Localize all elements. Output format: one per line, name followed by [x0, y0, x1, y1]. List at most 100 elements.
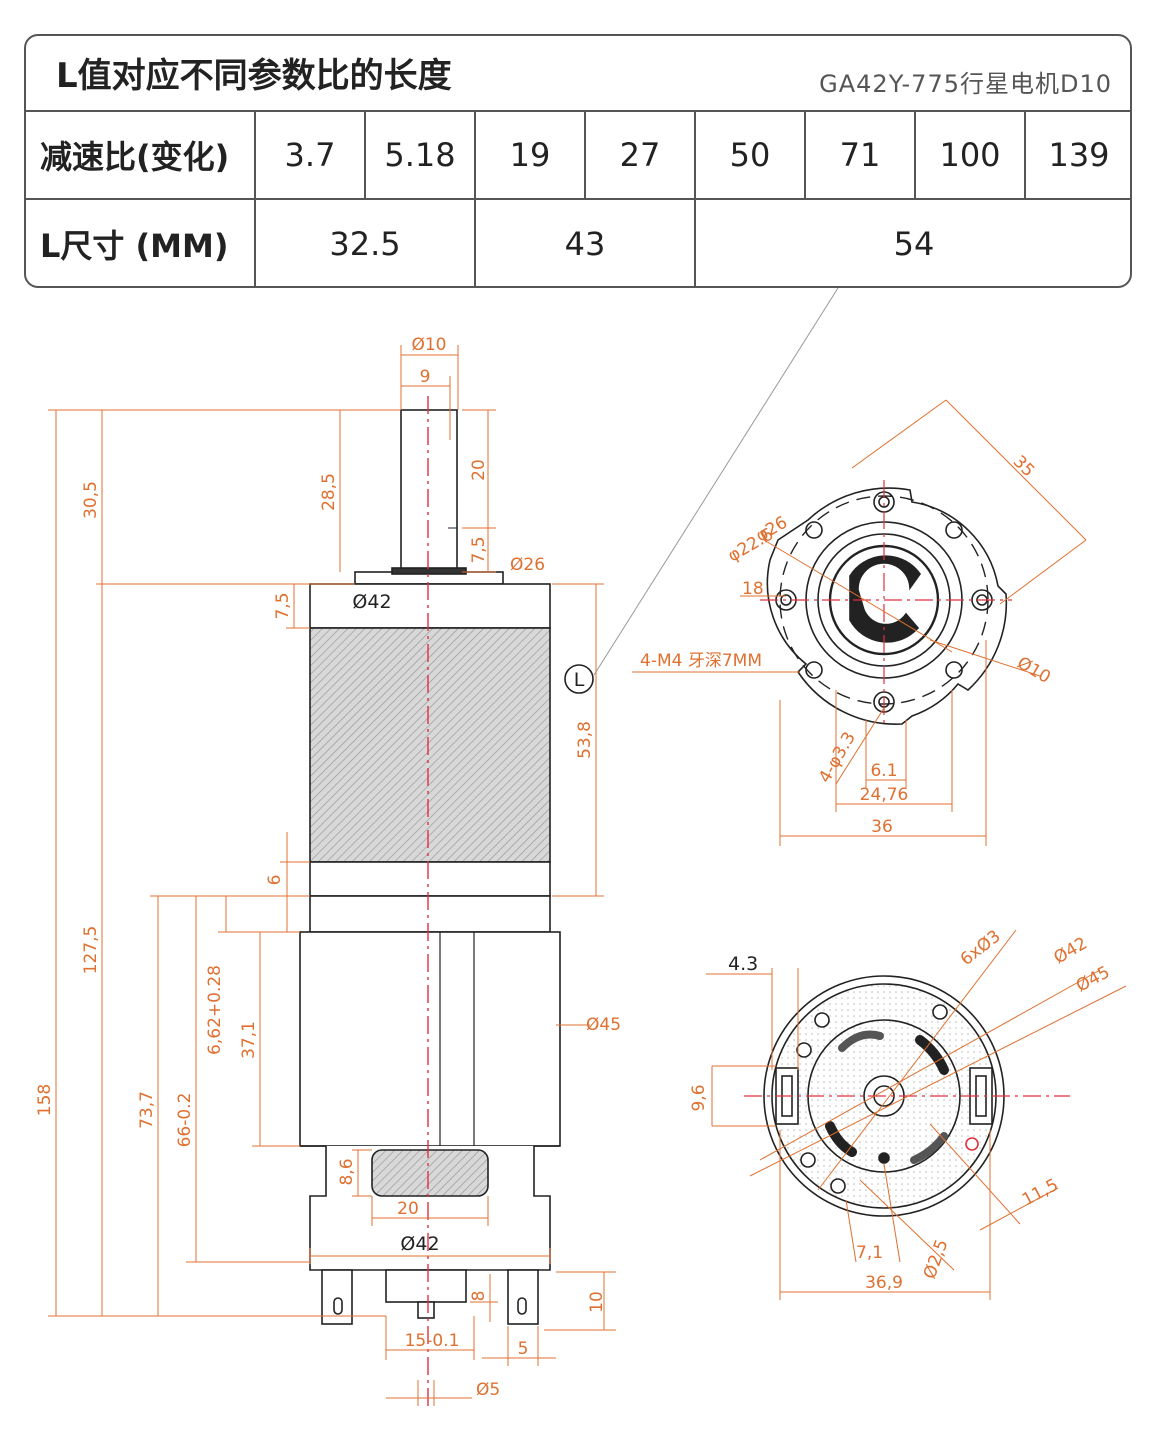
front-flange [766, 487, 1008, 725]
col-divider [364, 110, 366, 198]
length-cell: 43 [564, 225, 606, 263]
gearbox-collar [309, 861, 551, 897]
front-dimensions [632, 399, 1087, 846]
gearbox-body [309, 627, 551, 863]
side-dimensions [48, 345, 616, 1406]
shaft-dia-label: Ø10 [411, 335, 446, 355]
can-inner-label: 37,1 [239, 1021, 259, 1059]
tap-label: 4-M4 牙深7MM [640, 651, 762, 671]
col-divider [804, 110, 806, 198]
col-divider [914, 110, 916, 198]
brush-holder [915, 1035, 949, 1075]
L-marker-text: L [574, 669, 585, 691]
term-spacing-label: 15-0.1 [405, 1331, 460, 1351]
ratio-cell: 50 [729, 136, 771, 174]
terminal-hole [517, 1297, 527, 1315]
dim-b-label: Ø2,5 [920, 1237, 953, 1282]
slot-h-label: 9,6 [689, 1084, 709, 1111]
output-shaft [400, 409, 458, 575]
terminal-right [507, 1269, 539, 1325]
motor-can [299, 931, 561, 1147]
terminal-left [321, 1269, 353, 1325]
length-row-label: L尺寸 (MM) [40, 227, 229, 265]
motor-len-label: 73,7 [137, 1091, 157, 1129]
width-label: 36 [871, 817, 893, 837]
gear-len-label: 53,8 [575, 721, 595, 759]
term-h-label: 8 [469, 1291, 489, 1302]
col-divider [474, 110, 476, 286]
side-view [299, 409, 561, 1325]
table-title: L值对应不同参数比的长度 [56, 56, 452, 96]
length-cell: 32.5 [329, 225, 401, 263]
ratio-cell: 100 [939, 136, 1001, 174]
pcd-label: 35 [1009, 452, 1038, 481]
brush-holder [825, 1121, 857, 1157]
side-labels: Ø10 9 158 30,5 28,5 20 7,5 Ø26 7,5 Ø42 5… [35, 335, 621, 1400]
vent-window [371, 1149, 489, 1197]
gear-dia-label: Ø42 [352, 591, 391, 613]
flange-label: 7,5 [273, 592, 293, 619]
slot-r-label: 11,5 [1019, 1175, 1062, 1210]
rear-shaft [417, 1301, 435, 1319]
ratio-cell: 27 [619, 136, 661, 174]
shaft-len-b-label: 28,5 [319, 473, 339, 511]
vent-hole [830, 1178, 846, 1194]
ratio-cell: 5.18 [384, 136, 456, 174]
vent-hole [932, 1004, 948, 1020]
vent-w-label: 20 [397, 1199, 419, 1219]
col-divider [254, 110, 256, 286]
boss-ring [391, 567, 467, 575]
vent-hole [800, 1152, 816, 1168]
motor-dia-label: Ø45 [586, 1015, 621, 1035]
L-leader-line [593, 287, 839, 676]
flat-len-label: 20 [469, 459, 489, 481]
ratio-row-label: 减速比(变化) [40, 138, 230, 176]
term-w-label: 5 [518, 1339, 529, 1359]
length-cell: 54 [893, 225, 935, 263]
dim-a-label: 7,1 [856, 1243, 883, 1263]
col-divider [694, 110, 696, 286]
front-shaft-label: Ø10 [1014, 653, 1054, 688]
ratio-cell: 3.7 [284, 136, 336, 174]
term-h2-label: 10 [587, 1291, 607, 1313]
vent-hole [814, 1012, 830, 1028]
polarity-marker [965, 1137, 979, 1151]
outer-dia-label: Ø45 [1073, 962, 1113, 996]
shaft-len-a-label: 30,5 [81, 481, 101, 519]
shaft-flat-label: 9 [420, 367, 431, 387]
vent-hole [796, 1042, 812, 1058]
boss-dia-label: Ø26 [510, 555, 545, 575]
rear-dimensions [706, 929, 1127, 1300]
can-len-label: 6,62+0.28 [205, 965, 225, 1055]
rear-pin [878, 1152, 890, 1164]
col-divider [584, 110, 586, 198]
row-divider [26, 110, 1130, 112]
body-total-label: 127,5 [81, 926, 101, 975]
small-hole [945, 661, 963, 679]
ratio-cell: 19 [509, 136, 551, 174]
total-length-label: 158 [35, 1084, 55, 1116]
flat-span-label: 24,76 [860, 785, 909, 805]
small-hole [805, 661, 823, 679]
term-offset-label: 4.3 [728, 953, 758, 975]
front-shaft-key [849, 555, 921, 643]
front-view [766, 487, 1008, 725]
brush-slot [838, 1030, 884, 1052]
rear-shaft-label: Ø5 [476, 1380, 500, 1400]
inner-dia-label: Ø42 [1051, 934, 1091, 969]
front-centerlines [760, 480, 1012, 724]
terminal-hole [333, 1297, 343, 1315]
table-subtitle: GA42Y-775行星电机D10 [819, 70, 1112, 98]
motor-top-band [309, 895, 551, 933]
collar-label: 6 [265, 875, 285, 886]
small-hole [945, 521, 963, 539]
motor-body-label: 66-0.2 [175, 1093, 195, 1148]
length-table: L值对应不同参数比的长度 GA42Y-775行星电机D10 减速比(变化) 3.… [24, 34, 1132, 288]
rear-bearing [385, 1269, 467, 1303]
hole-offset-label: 18 [742, 579, 764, 599]
row-divider [26, 198, 1130, 200]
small-hole [805, 521, 823, 539]
gearbox-flange [309, 583, 551, 629]
L-marker-circle [564, 664, 594, 694]
